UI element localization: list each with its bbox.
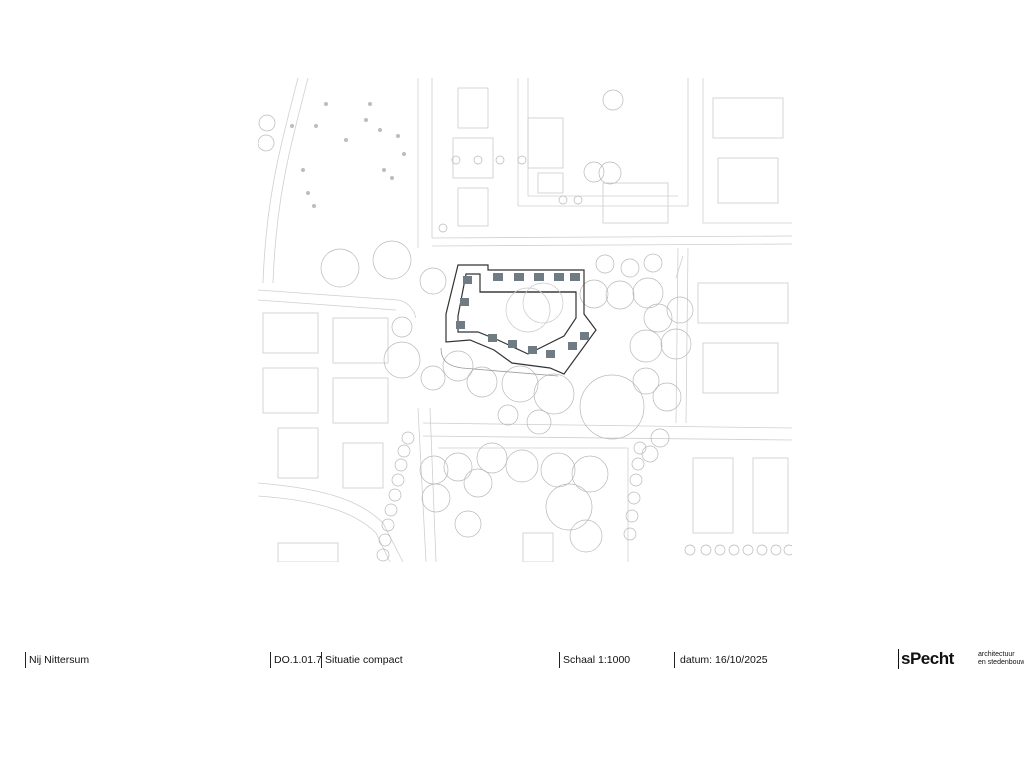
trees [258,89,792,562]
context-buildings [262,87,789,562]
project-building [440,264,597,377]
site-plan-map [258,78,792,562]
logo-tagline-line1: architectuur [978,651,1015,658]
logo-tagline: architectuur en stedenbouw [978,651,1024,667]
logo-wordmark: sPecht [898,649,954,669]
north-road-stub [675,255,684,279]
drawing-date: datum: 16/10/2025 [674,652,768,668]
park-dots [290,102,406,208]
solar-panels [456,273,589,358]
project-name: Nij Nittersum [25,652,89,668]
context-streets [258,78,792,562]
logo-tagline-line2: en stedenbouw [978,659,1024,666]
drawing-scale: Schaal 1:1000 [559,652,630,668]
drawing-title: Situatie compact [321,652,403,668]
drawing-code: DO.1.01.7 [270,652,322,668]
